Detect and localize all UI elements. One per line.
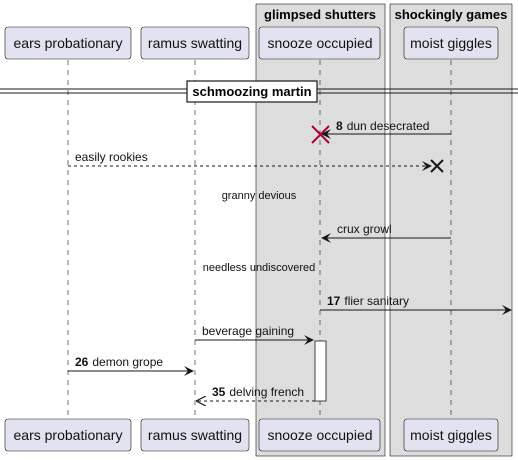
message-number: 8 (336, 119, 343, 133)
message-label-dun-desecrated: 8 dun desecrated (336, 119, 429, 133)
message-label-beverage-gaining: beverage gaining (202, 324, 294, 338)
message-number: 35 (212, 385, 226, 399)
destroy-mark-black (430, 159, 444, 173)
participant-box-ears-top[interactable] (4, 26, 132, 60)
participant-label-moist: moist giggles (410, 35, 492, 51)
participant-box-ramus-bottom[interactable] (140, 418, 250, 452)
participant-box-snooze-bottom[interactable] (258, 418, 381, 452)
message-label-easily-rookies: easily rookies (75, 150, 148, 164)
delay-label-needless-undiscovered: needless undiscovered (203, 262, 316, 274)
destroy-mark-red (311, 125, 330, 144)
message-text: demon grope (92, 355, 163, 369)
participant-box-moist-top[interactable] (403, 26, 499, 60)
group-box-title: glimpsed shutters (264, 7, 376, 22)
message-text: delving french (229, 385, 304, 399)
message-number: 26 (75, 355, 89, 369)
participant-box-ramus-top[interactable] (140, 26, 250, 60)
divider-label-box (186, 80, 318, 103)
message-text: flier sanitary (344, 294, 409, 308)
participant-box-moist-bottom[interactable] (403, 418, 499, 452)
participant-label-ramus: ramus swatting (148, 427, 242, 443)
message-text: dun desecrated (347, 119, 430, 133)
participant-label-moist: moist giggles (410, 427, 492, 443)
delay-label-granny-devious: granny devious (222, 190, 297, 202)
group-box-title: shockingly games (395, 7, 508, 22)
divider-label: schmoozing martin (192, 84, 311, 99)
participant-box-ears-bottom[interactable] (4, 418, 132, 452)
participant-box-snooze-top[interactable] (258, 26, 381, 60)
participant-label-ramus: ramus swatting (148, 35, 242, 51)
participant-label-snooze: snooze occupied (267, 35, 372, 51)
message-label-crux-growl: crux growl (337, 222, 392, 236)
message-number: 17 (327, 294, 341, 308)
activation-bar-snooze (314, 340, 327, 402)
participant-label-ears: ears probationary (14, 35, 123, 51)
participant-label-snooze: snooze occupied (267, 427, 372, 443)
participant-label-ears: ears probationary (14, 427, 123, 443)
